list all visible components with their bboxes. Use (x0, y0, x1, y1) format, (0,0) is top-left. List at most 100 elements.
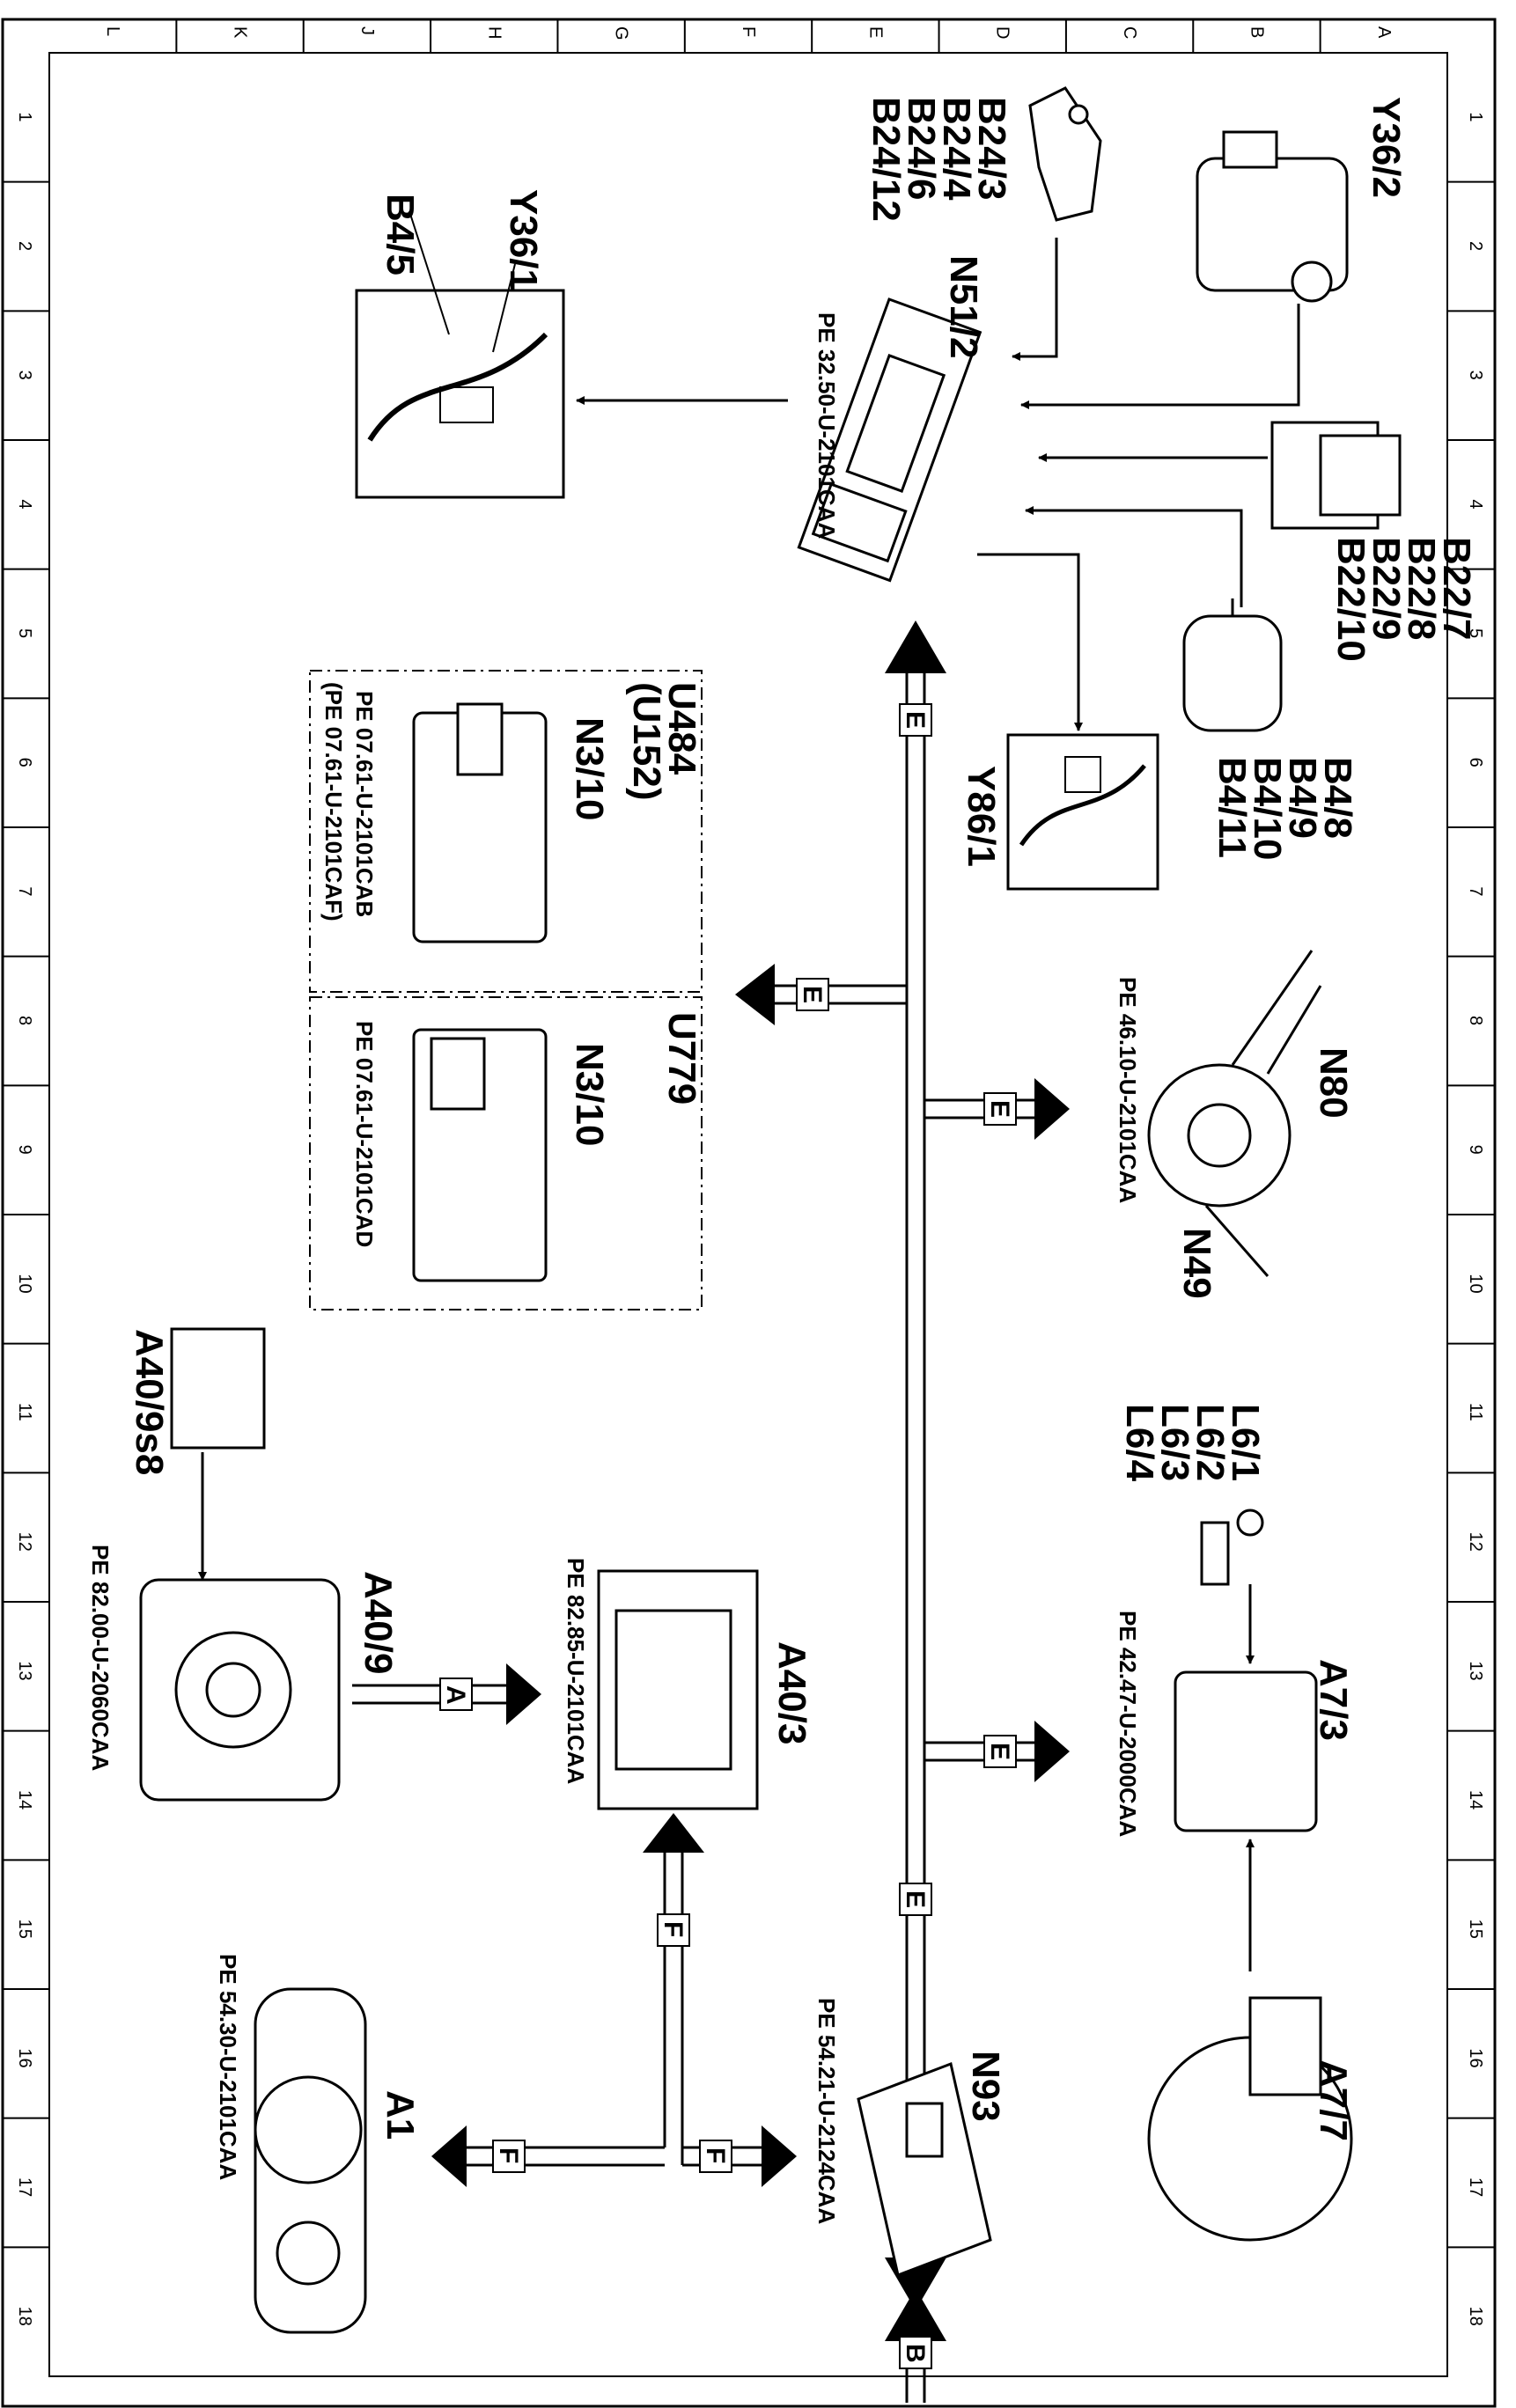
n49-label: N49 (1175, 1228, 1218, 1299)
grid-row-label: 11 (15, 1403, 34, 1421)
grid-row-label: 12 (15, 1532, 34, 1552)
bus-a-arrowhead (506, 1663, 541, 1725)
b22-9-label: B22/9 (1365, 537, 1408, 640)
a40-9s8-label: A40/9s8 (128, 1329, 171, 1475)
u779-variant-box (309, 996, 703, 1310)
grid-row-label: 14 (15, 1790, 34, 1810)
grid-row-label: 5 (15, 628, 34, 638)
grid-row-label: 1 (15, 112, 34, 121)
grid-row-label: 6 (15, 758, 34, 767)
a40-3-label: A40/3 (770, 1641, 813, 1744)
grid-row-label: 9 (15, 1145, 34, 1155)
bus-a-badge (439, 1678, 473, 1711)
b4-5-label: B4/5 (379, 194, 422, 275)
u484-label: U484 (660, 682, 703, 775)
grid-column-label: A (1374, 26, 1394, 39)
grid-row-label: 2 (15, 241, 34, 251)
grid-row-label: 12 (1466, 1532, 1485, 1552)
n3-10-label-a: N3/10 (568, 717, 611, 820)
a1-label: A1 (379, 2090, 422, 2140)
y86-1-photo (1006, 733, 1159, 891)
a7-7-label: A7/7 (1312, 2059, 1355, 2141)
grid-row-label: 10 (15, 1274, 34, 1293)
n80-pe-ref: PE 46.10-U-2101CAA (1115, 977, 1141, 1203)
grid-column-label: L (103, 26, 122, 36)
a40-9-label: A40/9 (357, 1571, 400, 1674)
n93-label: N93 (964, 2051, 1007, 2122)
grid-row-label: 10 (1466, 1274, 1485, 1293)
n3-10-pe-b: PE 07.61-U-2101CAD (351, 1021, 378, 1247)
a1-cluster-drawing (254, 1987, 367, 2334)
grid-row-label: 6 (1466, 758, 1485, 767)
n80-drawing (1147, 950, 1322, 1277)
b24-6-label: B24/6 (900, 97, 943, 200)
grid-row-label: 13 (1466, 1661, 1485, 1680)
y36-1-label: Y36/1 (502, 189, 545, 290)
grid-row-label: 13 (15, 1661, 34, 1680)
b4-11-label: B4/11 (1211, 757, 1254, 858)
grid-row-label: 11 (1466, 1403, 1485, 1421)
n3-10-ecu-drawing-b (412, 1028, 548, 1282)
l6-4-label: L6/4 (1118, 1404, 1161, 1482)
b22-7-label: B22/7 (1435, 537, 1478, 640)
a7-3-drawing (1174, 1670, 1318, 1832)
grid-row-label: 1 (1466, 112, 1485, 121)
b24-12-label: B24/12 (865, 97, 908, 222)
n80-label: N80 (1312, 1047, 1355, 1119)
b24-sensor-drawing (1028, 86, 1102, 222)
grid-row-label: 15 (15, 1920, 34, 1939)
bus-b-badge (899, 2336, 932, 2369)
y36-1-b4-5-photo (355, 210, 565, 499)
grid-column-label: J (357, 26, 377, 35)
grid-column-label: G (612, 26, 631, 40)
b4-9-label: B4/9 (1281, 757, 1324, 839)
grid-row-label: 9 (1466, 1145, 1485, 1155)
b4-10-label: B4/10 (1246, 757, 1289, 860)
grid-column-label: K (231, 26, 250, 39)
n3-10-pe-a-alt: (PE 07.61-U-2101CAF) (320, 682, 347, 921)
bus-e-label-1: E (901, 711, 930, 729)
sensor-signal-lines (576, 238, 1300, 731)
grid-row-label: 3 (1466, 371, 1485, 380)
bus-a-label: A (441, 1685, 470, 1705)
a7-3-pe-ref: PE 42.47-U-2000CAA (1115, 1611, 1141, 1837)
bus-e-label-4: E (985, 1743, 1014, 1760)
n3-10-ecu-drawing-a (412, 702, 548, 943)
b24-4-label: B24/4 (935, 97, 978, 201)
grid-row-label: 8 (15, 1016, 34, 1025)
grid-column-label: C (1120, 26, 1139, 39)
grid-row-label: 17 (1466, 2177, 1485, 2197)
bus-e-label-2: E (798, 986, 827, 1003)
bus-e-badges (796, 703, 1017, 1916)
l6-1-label: L6/1 (1224, 1404, 1267, 1481)
b4-8-label: B4/8 (1316, 757, 1359, 839)
b22-8-label: B22/8 (1400, 537, 1443, 640)
n51-2-module (797, 297, 982, 583)
b4-sensor-drawing (1182, 598, 1283, 732)
n3-10-label-b: N3/10 (568, 1043, 611, 1146)
a40-3-pe-ref: PE 82.85-U-2101CAA (563, 1558, 589, 1784)
bus-e-label-5: E (901, 1890, 930, 1908)
grid-row-label: 4 (15, 499, 34, 509)
n51-2-pe-ref: PE 32.50-U-2101CAA (813, 312, 840, 539)
grid-row-label: 18 (15, 2307, 34, 2326)
a7-7-drawing (1147, 1996, 1353, 2242)
a1-pe-ref: PE 54.30-U-2101CAA (215, 1954, 241, 2180)
b22-10-label: B22/10 (1329, 537, 1372, 662)
grid-row-label: 17 (15, 2177, 34, 2197)
l6-sensor-drawing (1200, 1509, 1264, 1586)
y36-2-drawing (1196, 130, 1349, 303)
y36-2-label: Y36/2 (1365, 97, 1408, 198)
grid-row-label: 18 (1466, 2307, 1485, 2326)
grid-row-label: 16 (1466, 2048, 1485, 2067)
a40-3-drawing (597, 1569, 759, 1810)
can-bus-f (458, 1848, 766, 2167)
a40-9-pe-ref: PE 82.00-U-2060CAA (87, 1545, 114, 1771)
l6-2-label: L6/2 (1189, 1404, 1232, 1481)
b22-sensor-drawing (1270, 421, 1402, 530)
grid-column-label: E (865, 26, 885, 38)
grid-row-label: 2 (1466, 241, 1485, 251)
grid-column-label: H (484, 26, 504, 39)
